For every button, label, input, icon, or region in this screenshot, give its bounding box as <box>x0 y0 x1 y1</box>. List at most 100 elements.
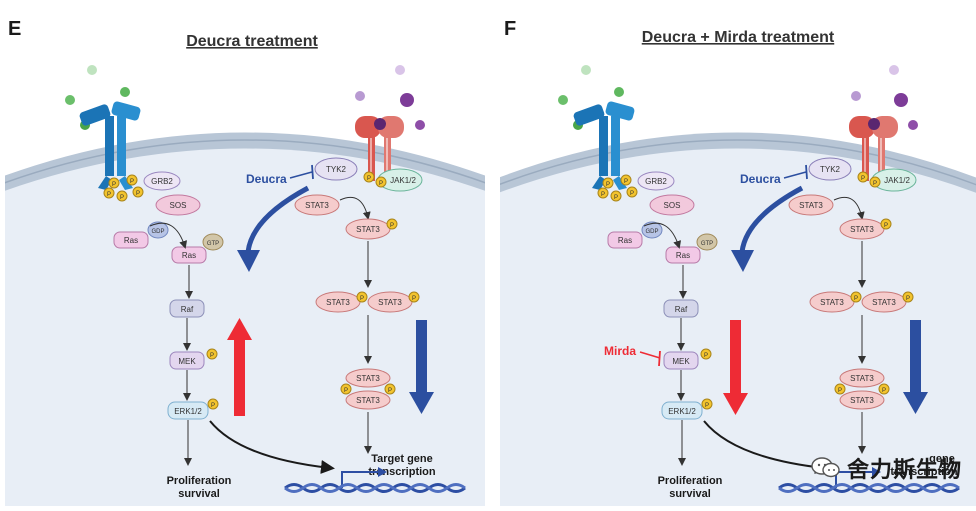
phospho-badges-mapk: P P P P P P P <box>103 174 219 410</box>
deucra-label: Deucra <box>246 172 287 186</box>
tyk2-label: TYK2 <box>820 165 841 174</box>
svg-text:P: P <box>136 191 140 197</box>
stat3-free-label: STAT3 <box>305 201 329 210</box>
stat3-dimer-label-2: STAT3 <box>378 298 402 307</box>
svg-text:P: P <box>210 353 214 359</box>
svg-text:P: P <box>630 191 634 197</box>
promoter-arrow <box>341 471 380 488</box>
panel-title: Deucra treatment <box>186 33 318 50</box>
svg-text:P: P <box>112 182 116 188</box>
svg-text:P: P <box>884 223 888 229</box>
grb2-label: GRB2 <box>645 177 667 186</box>
svg-text:P: P <box>624 179 628 185</box>
mek-label: MEK <box>672 357 690 366</box>
phospho-badge: P <box>206 348 218 360</box>
panel-title: Deucra + Mirda treatment <box>642 29 835 46</box>
ras-label-1: Ras <box>618 236 632 245</box>
ras-label-2: Ras <box>182 251 196 260</box>
phospho-badge: P <box>375 176 387 188</box>
panel-e: E Deucra treatment GRB2 SOS Ras GDP Ras … <box>5 18 485 506</box>
phospho-badge: P <box>834 383 846 395</box>
svg-text:P: P <box>606 182 610 188</box>
phospho-badge: P <box>701 398 713 410</box>
jak-label: JAK1/2 <box>390 176 416 185</box>
phospho-badge: P <box>700 348 712 360</box>
stat3-nuc-label-2: STAT3 <box>356 396 380 405</box>
svg-text:P: P <box>412 296 416 302</box>
mirda-label: Mirda <box>604 344 636 358</box>
phospho-badge: P <box>356 291 368 303</box>
phospho-badge: P <box>386 218 398 230</box>
jak-stat-pathway: TYK2 JAK1/2 P P STAT3 STAT3 P STAT3 P ST… <box>788 157 917 454</box>
svg-text:P: P <box>705 403 709 409</box>
svg-text:P: P <box>379 181 383 187</box>
phospho-badge: P <box>880 218 892 230</box>
phospho-badge: P <box>850 291 862 303</box>
jak-stat-pathway: TYK2 JAK1/2 P P STAT3 STAT3 P STAT3 P ST… <box>294 157 423 454</box>
cytoplasm <box>5 148 485 506</box>
stat3-dimer-label-2: STAT3 <box>872 298 896 307</box>
phospho-badge: P <box>602 177 614 189</box>
phospho-badge: P <box>597 187 609 199</box>
svg-text:P: P <box>388 388 392 394</box>
target-gene-label: gene <box>929 453 955 465</box>
crosstalk-arrow <box>237 185 310 272</box>
svg-text:P: P <box>367 176 371 182</box>
stat3-nuc-label-2: STAT3 <box>850 396 874 405</box>
deucra-label: Deucra <box>740 172 781 186</box>
svg-text:P: P <box>854 296 858 302</box>
phospho-badge: P <box>132 186 144 198</box>
phospho-badge: P <box>869 176 881 188</box>
mapk-down-arrow <box>723 320 748 415</box>
grb2-label: GRB2 <box>151 177 173 186</box>
survival-label: survival <box>178 488 220 500</box>
svg-text:P: P <box>873 181 877 187</box>
svg-text:P: P <box>390 223 394 229</box>
svg-text:P: P <box>120 195 124 201</box>
phospho-badge: P <box>902 291 914 303</box>
phospho-badge: P <box>103 187 115 199</box>
phospho-badge: P <box>626 186 638 198</box>
phospho-badge: P <box>116 190 128 202</box>
stat-down-arrow <box>903 320 928 414</box>
svg-text:P: P <box>344 388 348 394</box>
stat3-p-label: STAT3 <box>356 225 380 234</box>
mirda-inhibitor: Mirda <box>604 344 661 367</box>
phospho-badge: P <box>620 174 632 186</box>
phospho-badge: P <box>340 383 352 395</box>
svg-text:P: P <box>906 296 910 302</box>
svg-text:P: P <box>601 192 605 198</box>
svg-text:P: P <box>130 179 134 185</box>
deucra-inhibitor: Deucra <box>740 164 808 186</box>
phospho-badge: P <box>207 398 219 410</box>
dna-helix <box>284 483 466 493</box>
svg-text:P: P <box>882 388 886 394</box>
membrane-inner-line <box>500 139 976 186</box>
mapk-up-arrow <box>227 318 252 416</box>
stat3-dimer-label-1: STAT3 <box>820 298 844 307</box>
purple-ligands <box>355 65 425 130</box>
purple-ligands <box>851 65 918 130</box>
target-gene-label: Target gene <box>371 453 433 465</box>
proliferation-label: Proliferation <box>167 475 232 487</box>
erk-label: ERK1/2 <box>174 407 202 416</box>
rtk-receptor <box>573 101 635 190</box>
erk-target-arrow <box>703 420 829 474</box>
stat-down-arrow <box>409 320 434 414</box>
gdp-label: GDP <box>151 229 164 235</box>
crosstalk-arrow <box>731 185 804 272</box>
phospho-badge: P <box>384 383 396 395</box>
watermark-text: 舍力斯生物 <box>846 458 962 483</box>
erk-target-arrow <box>209 420 335 474</box>
stat3-p-label: STAT3 <box>850 225 874 234</box>
mapk-cascade: GRB2 SOS Ras GDP Ras GTP Raf MEK ERK1/2 <box>113 171 224 466</box>
stat3-dimer-label-1: STAT3 <box>326 298 350 307</box>
gtp-label: GTP <box>701 241 713 247</box>
svg-text:P: P <box>704 353 708 359</box>
panel-f: F Deucra + Mirda treatment GRB2 SOS Ras … <box>500 18 976 506</box>
transcription-label: transcription <box>890 466 958 478</box>
panel-letter: F <box>504 18 516 40</box>
phospho-badges-mapk: P P P P P P P <box>597 174 713 410</box>
